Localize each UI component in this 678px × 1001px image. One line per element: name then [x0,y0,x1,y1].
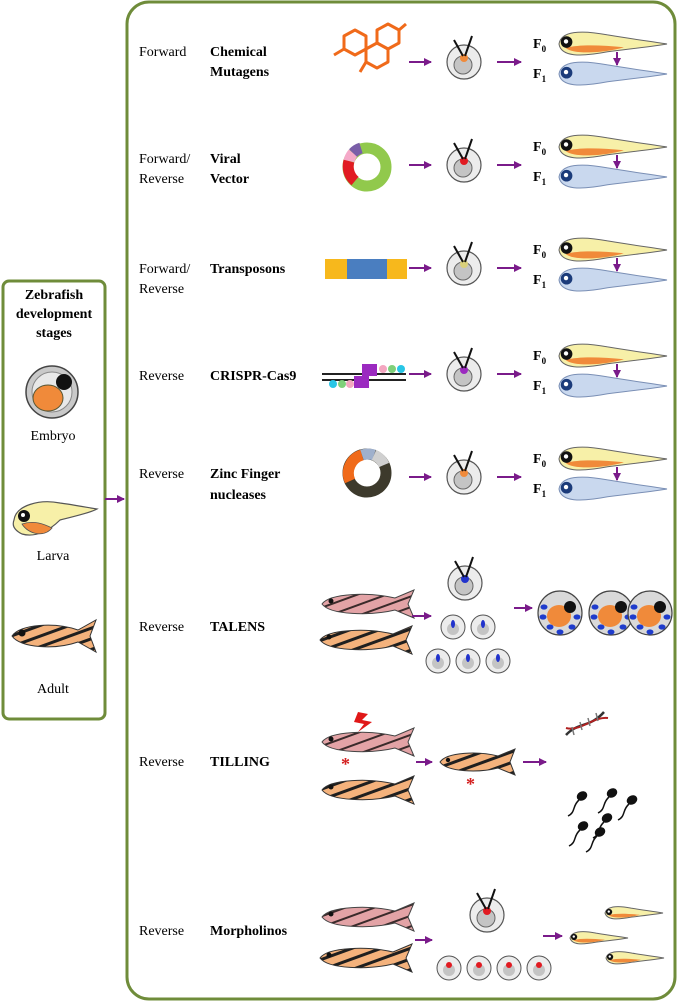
main-panel [125,0,677,1001]
mutation-asterisk-icon: * [341,754,350,774]
row2-f1-larva-icon [558,164,668,189]
row5-f0-larva-icon [558,446,668,471]
stages-title-line: stages [36,326,72,341]
row5-direction: Reverse [139,467,184,482]
stages-panel [1,279,107,721]
row1-method-line1: Chemical [210,45,267,60]
row4-f0-larva-icon [558,343,668,368]
sperm-cell-icon [568,821,589,847]
stages-title-line: Zebrafish [25,288,84,303]
zinc-finger-ring-icon [342,448,392,498]
morphant-larva-icon [604,906,664,920]
row4-f0-label: F0 [533,349,547,366]
row3-injected-embryo-icon [446,241,482,286]
small-embryo-icon [526,955,552,981]
row2-direction-line2: Reverse [139,172,184,187]
row1-direction: Forward [139,45,186,60]
viral-ring-icon [342,142,392,192]
row2-injected-embryo-icon [446,138,482,183]
row1-f1-larva-icon [558,61,668,86]
row1-f0-larva-icon [558,31,668,56]
row3-f1-label: F1 [533,273,547,290]
row2-direction-line1: Forward/ [139,152,190,167]
row5-method-line1: Zinc Finger [210,467,280,482]
mosaic-embryo-icon [537,590,583,636]
row8-injected-embryo-icon [469,888,505,933]
adult-pair-icon-talens [319,589,415,655]
sperm-cell-icon [567,791,588,817]
sperm-cell-icon [617,795,638,821]
row3-f0-larva-icon [558,237,668,262]
row4-method: CRISPR-Cas9 [210,369,296,384]
row2-f0-label: F0 [533,140,547,157]
row6-injected-embryo-icon [447,556,483,601]
larva-icon [12,501,99,536]
dna-helix-icon [565,711,609,736]
row7-direction: Reverse [139,755,184,770]
row6-method: TALENS [210,620,265,635]
row8-method: Morpholinos [210,924,288,939]
row2-f0-larva-icon [558,134,668,159]
stages-title-line: development [16,307,93,322]
small-embryo-icon [470,614,496,640]
small-embryo-icon [440,614,466,640]
small-embryo-icon [455,648,481,674]
mutagenized-pair-icon: * [321,712,415,805]
sperm-cell-icon [585,827,606,853]
row5-method-line2: nucleases [210,488,267,503]
row7-method: TILLING [210,755,270,770]
row1-f0-label: F0 [533,37,547,54]
small-embryo-icon [436,955,462,981]
adult-fish-icon [11,618,97,654]
row5-f0-label: F0 [533,452,547,469]
mosaic-embryo-icon [588,590,634,636]
row2-method-line2: Vector [210,172,249,187]
small-embryo-icon [466,955,492,981]
chemical-structure-icon [333,22,407,73]
row1-f1-label: F1 [533,67,547,84]
lightning-icon [354,712,372,732]
row2-method-line1: Viral [210,152,241,167]
row3-f0-label: F0 [533,243,547,260]
sperm-cell-icon [597,788,618,814]
row4-f1-larva-icon [558,373,668,398]
row3-f1-larva-icon [558,267,668,292]
row6-direction: Reverse [139,620,184,635]
small-embryo-icon [485,648,511,674]
morphant-larva-icon [569,931,629,945]
small-embryo-icon [425,648,451,674]
stage-label-embryo: Embryo [30,429,75,444]
row1-injected-embryo-icon [446,35,482,80]
crispr-complex-icon [322,364,406,388]
row8-direction: Reverse [139,924,184,939]
mutation-asterisk-icon: * [466,774,475,794]
row4-injected-embryo-icon [446,347,482,392]
embryo-icon [25,365,79,419]
transposon-bar-icon [325,259,407,279]
row5-f1-larva-icon [558,476,668,501]
small-embryo-icon [496,955,522,981]
adult-pair-icon-morpholinos [319,902,415,973]
row3-method: Transposons [210,262,286,277]
row3-direction-line2: Reverse [139,282,184,297]
row2-f1-label: F1 [533,170,547,187]
row4-direction: Reverse [139,369,184,384]
row5-f1-label: F1 [533,482,547,499]
row4-f1-label: F1 [533,379,547,396]
row1-method-line2: Mutagens [210,65,270,80]
mosaic-embryo-icon [627,590,673,636]
f1-adult-fish-icon [439,748,516,776]
row3-direction-line1: Forward/ [139,262,190,277]
morphant-larva-icon [605,951,665,965]
stage-label-adult: Adult [37,682,69,697]
stage-label-larva: Larva [37,549,70,564]
row5-injected-embryo-icon [446,450,482,495]
